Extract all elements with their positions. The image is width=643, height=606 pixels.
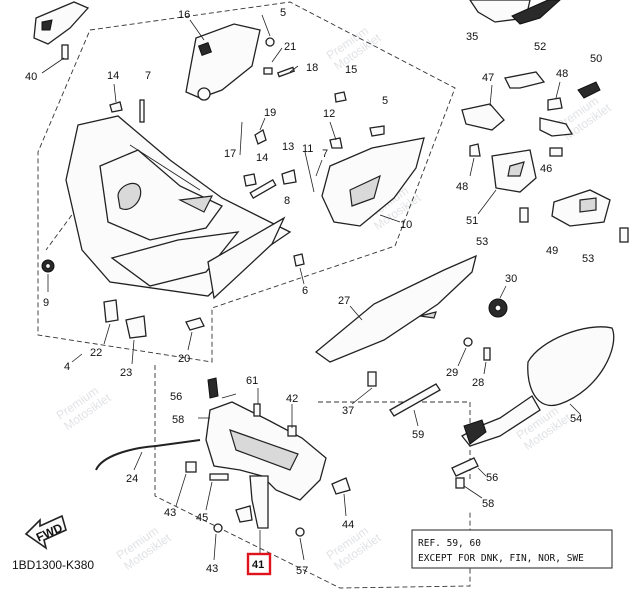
callout-47: 47: [482, 72, 494, 84]
callout-42: 42: [286, 393, 298, 405]
callout-37: 37: [342, 405, 354, 417]
callout-14: 14: [107, 70, 119, 82]
callout-4: 4: [64, 361, 70, 373]
part-54: [461, 326, 615, 447]
outline-right: [318, 401, 471, 480]
callout-16: 16: [178, 9, 190, 21]
part-10: [321, 137, 425, 227]
part-right-brackets: [461, 71, 629, 243]
callout-59: 59: [412, 429, 424, 441]
callout-23: 23: [120, 367, 132, 379]
callout-28: 28: [472, 377, 484, 389]
callout-45: 45: [196, 512, 208, 524]
callout-43: 43: [164, 507, 176, 519]
note-line-2: EXCEPT FOR DNK, FIN, NOR, SWE: [418, 553, 584, 564]
callout-48: 48: [556, 68, 568, 80]
part-14a: [109, 83, 145, 123]
part-56b-58b: [451, 457, 487, 499]
lower-stay: [175, 377, 351, 561]
callout-53: 53: [582, 253, 594, 265]
callout-27: 27: [338, 295, 350, 307]
callout-24: 24: [126, 473, 138, 485]
part-24: [95, 439, 201, 471]
callout-15: 15: [345, 64, 357, 76]
note-line-1: REF. 59, 60: [418, 538, 481, 549]
callout-41: 41: [252, 559, 264, 571]
highlight-box: [246, 552, 272, 576]
callout-7: 7: [322, 148, 328, 160]
callout-35: 35: [466, 31, 478, 43]
part-35: [469, 0, 561, 25]
part-59: [389, 383, 441, 427]
callout-50: 50: [590, 53, 602, 65]
part-6: [293, 253, 305, 285]
callout-6: 6: [302, 285, 308, 297]
callout-19: 19: [264, 107, 276, 119]
part-22-23-20: [71, 299, 205, 365]
callout-20: 20: [178, 353, 190, 365]
callout-56: 56: [170, 391, 182, 403]
part-30: [488, 285, 508, 318]
part-16: [185, 19, 261, 101]
callout-labels: 16 5 21 18 19 17 14 7 40 35 52 50 48 47 …: [25, 7, 602, 577]
callout-58: 58: [482, 498, 494, 510]
part-29-28-37: [351, 337, 491, 405]
fwd-arrow: FWD: [24, 514, 67, 550]
callout-21: 21: [284, 41, 296, 53]
callout-49: 49: [546, 245, 558, 257]
diagram-code: 1BD1300-K380: [12, 558, 94, 572]
note-box: REF. 59, 60 EXCEPT FOR DNK, FIN, NOR, SW…: [411, 529, 613, 569]
callout-30: 30: [505, 273, 517, 285]
callout-46: 46: [540, 163, 552, 175]
callout-17: 17: [224, 148, 236, 160]
callout-12: 12: [323, 108, 335, 120]
callout-48: 48: [456, 181, 468, 193]
callout-61: 61: [246, 375, 258, 387]
callout-5: 5: [280, 7, 286, 19]
callout-58: 58: [172, 414, 184, 426]
callout-10: 10: [400, 219, 412, 231]
callout-57: 57: [296, 565, 308, 577]
callout-7: 7: [145, 70, 151, 82]
callout-5: 5: [382, 95, 388, 107]
callout-54: 54: [570, 413, 582, 425]
callout-51: 51: [466, 215, 478, 227]
callout-8: 8: [284, 195, 290, 207]
fasteners-top: [239, 14, 299, 156]
callout-43: 43: [206, 563, 218, 575]
callout-9: 9: [43, 297, 49, 309]
callout-40: 40: [25, 71, 37, 83]
callout-44: 44: [342, 519, 354, 531]
part-40: [33, 1, 90, 74]
callout-11: 11: [302, 143, 313, 155]
callout-13: 13: [282, 141, 294, 153]
callout-29: 29: [446, 367, 458, 379]
callout-53: 53: [476, 236, 488, 248]
callout-56: 56: [486, 472, 498, 484]
callout-52: 52: [534, 41, 546, 53]
part-center-fasteners: [243, 91, 385, 199]
callout-22: 22: [90, 347, 102, 359]
upper-cowling: [65, 115, 292, 300]
callout-18: 18: [306, 62, 318, 74]
part-9: [41, 259, 55, 292]
callout-14: 14: [256, 152, 268, 164]
part-27: [314, 254, 477, 363]
